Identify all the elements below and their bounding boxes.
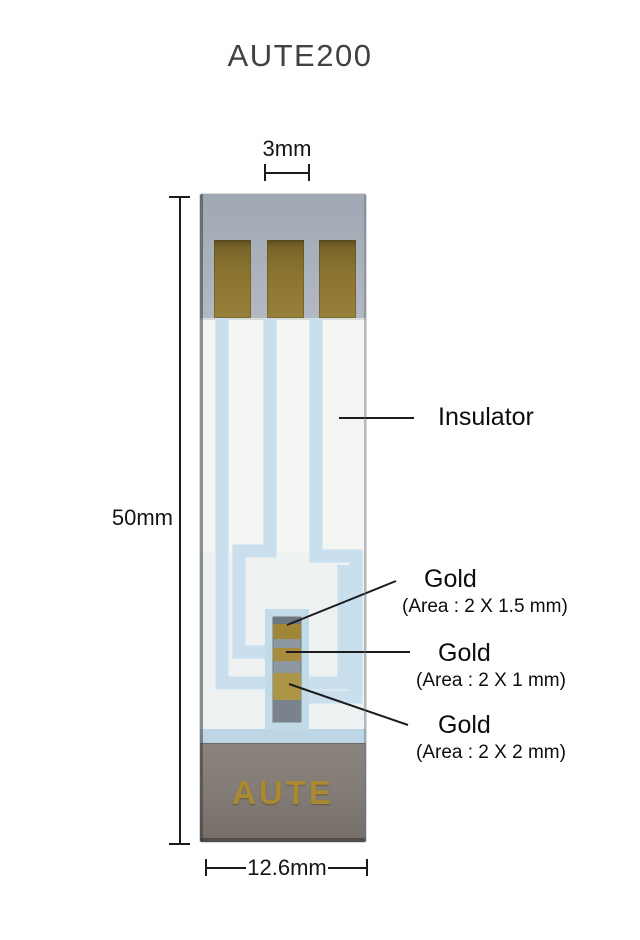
gold-top-leader-line (286, 580, 397, 626)
dim-12-6mm-label: 12.6mm (247, 855, 327, 880)
dim-12-6mm-line-right (328, 867, 368, 869)
gold-top-area: (Area : 2 X 1.5 mm) (402, 596, 568, 617)
dim-3mm-line (264, 172, 310, 174)
sensor-strip: AUTE (200, 194, 366, 842)
insulator-label: Insulator (438, 403, 534, 431)
trace-right (302, 318, 363, 704)
strip-right-edge (364, 194, 366, 842)
gold-bottom-label: Gold (438, 711, 491, 739)
dim-50mm-label: 50mm (111, 505, 173, 530)
trace-bottom-band (200, 729, 366, 743)
dim-12-6mm-tick-right (366, 859, 368, 876)
gold-bottom-area: (Area : 2 X 2 mm) (416, 742, 566, 763)
dim-3mm-label: 3mm (262, 136, 312, 161)
contact-pad-right (319, 240, 356, 318)
electrode-column-top (273, 617, 301, 625)
page-title: AUTE200 (227, 38, 373, 73)
contact-pad-left (214, 240, 251, 318)
dim-12-6mm-tick-left (205, 859, 207, 876)
electrode-column-bottom (273, 700, 301, 722)
gold-middle-label: Gold (438, 639, 491, 667)
brand-text: AUTE (232, 774, 334, 811)
dim-12-6mm-line-left (206, 867, 246, 869)
dim-3mm-tick-left (264, 164, 266, 181)
strip-bottom-section: AUTE (200, 743, 366, 842)
insulator-top-edge (200, 318, 366, 320)
dim-50mm-line (179, 197, 181, 845)
gold-bottom-leader-line (288, 683, 409, 726)
strip-left-edge (200, 194, 203, 842)
gold-electrode-top (273, 624, 301, 639)
dim-50mm-tick-bottom (169, 843, 190, 845)
trace-middle (232, 318, 277, 659)
dim-3mm-tick-right (308, 164, 310, 181)
contact-pad-middle (267, 240, 304, 318)
gold-middle-area: (Area : 2 X 1 mm) (416, 670, 566, 691)
insulator-region (200, 318, 366, 743)
gold-top-label: Gold (424, 565, 477, 593)
strip-top-section (200, 194, 366, 318)
dim-50mm-tick-top (169, 196, 190, 198)
